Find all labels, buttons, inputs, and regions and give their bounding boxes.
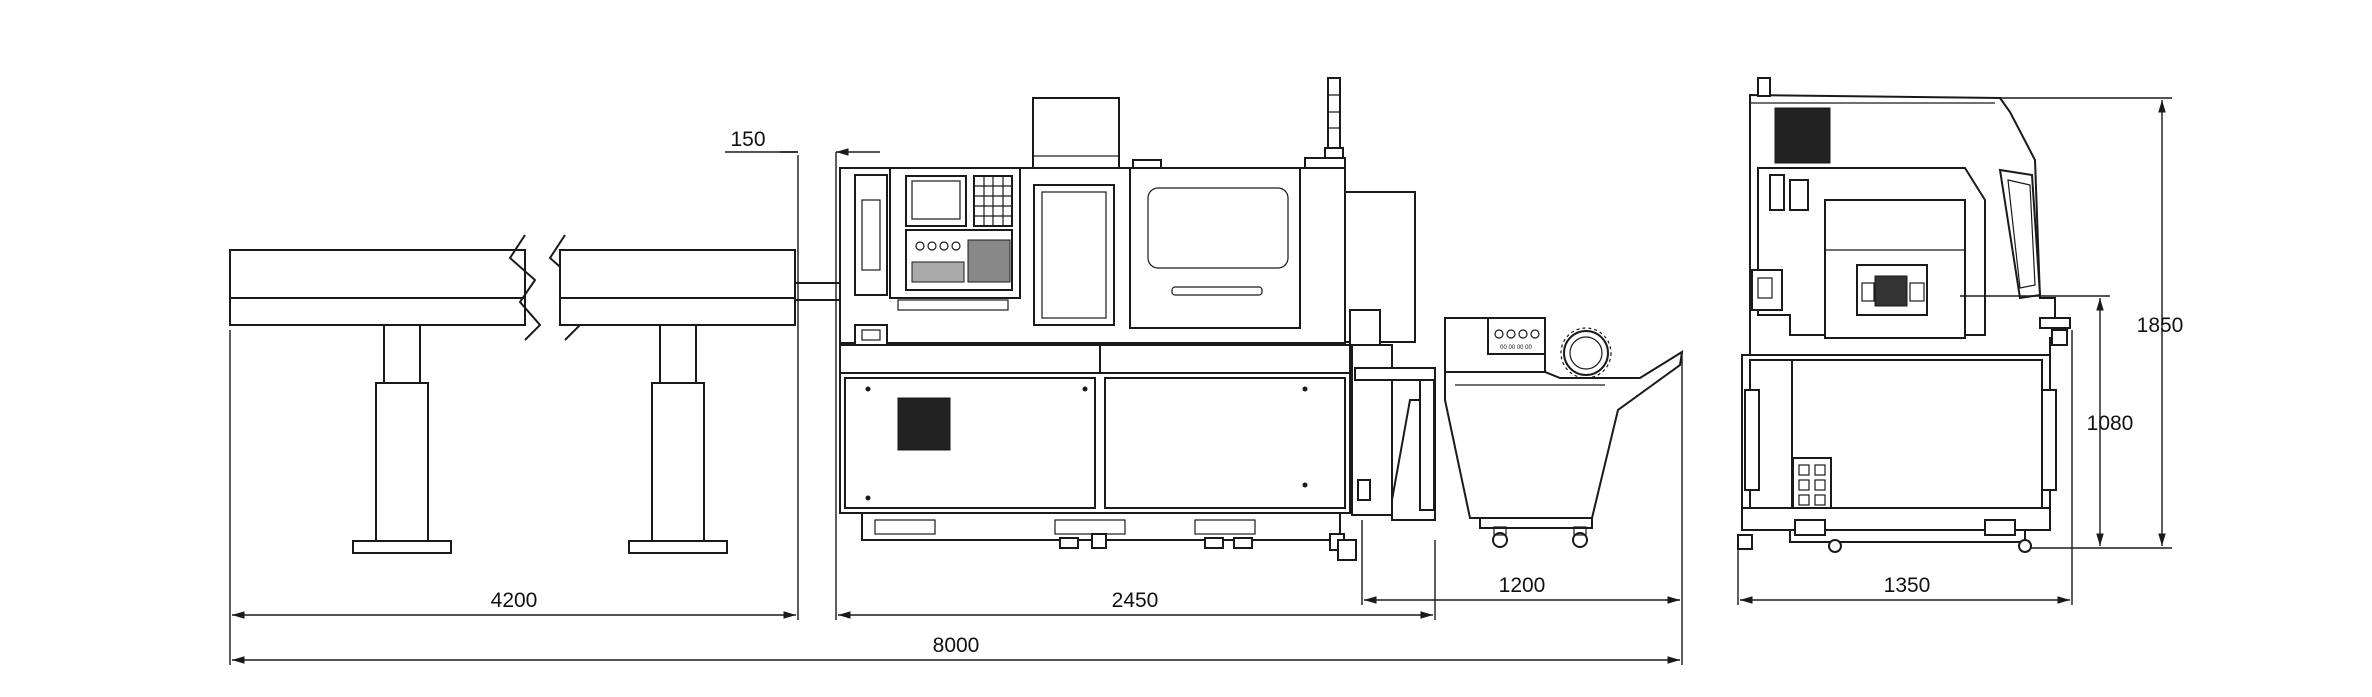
dim-4200-label: 4200 bbox=[491, 589, 538, 612]
bar-feeder-leg-right bbox=[628, 324, 728, 554]
dim-1080-label: 1080 bbox=[2087, 412, 2134, 435]
cnc-lathe-front-view bbox=[839, 77, 1416, 561]
dim-8000-label: 8000 bbox=[933, 634, 980, 657]
dark-panel bbox=[897, 397, 951, 451]
bar-feeder-leg-left bbox=[352, 324, 452, 554]
side-top-dark-box bbox=[1774, 107, 1831, 164]
chip-conveyor: 00 00 00 00 bbox=[1354, 317, 1684, 548]
cnc-lathe-side-view bbox=[1737, 77, 2071, 553]
signal-tower bbox=[1304, 77, 1346, 169]
conveyor-gear bbox=[1560, 327, 1612, 379]
dim-150-label: 150 bbox=[730, 128, 765, 151]
dim-1850-label: 1850 bbox=[2137, 314, 2184, 337]
side-spindle bbox=[1856, 264, 1928, 316]
dim-1350-label: 1350 bbox=[1884, 574, 1931, 597]
control-panel bbox=[889, 167, 1021, 311]
dimension-lines: 150 4200 2450 1200 8000 1350 1850 1080 bbox=[229, 97, 2184, 665]
bar-feeder bbox=[229, 234, 841, 554]
dim-1200-label: 1200 bbox=[1499, 574, 1546, 597]
conveyor-control-box: 00 00 00 00 bbox=[1487, 317, 1546, 355]
side-electrical-panel bbox=[1792, 457, 1832, 511]
conveyor-buttons-label: 00 00 00 00 bbox=[1500, 345, 1532, 351]
dim-2450-label: 2450 bbox=[1112, 589, 1159, 612]
